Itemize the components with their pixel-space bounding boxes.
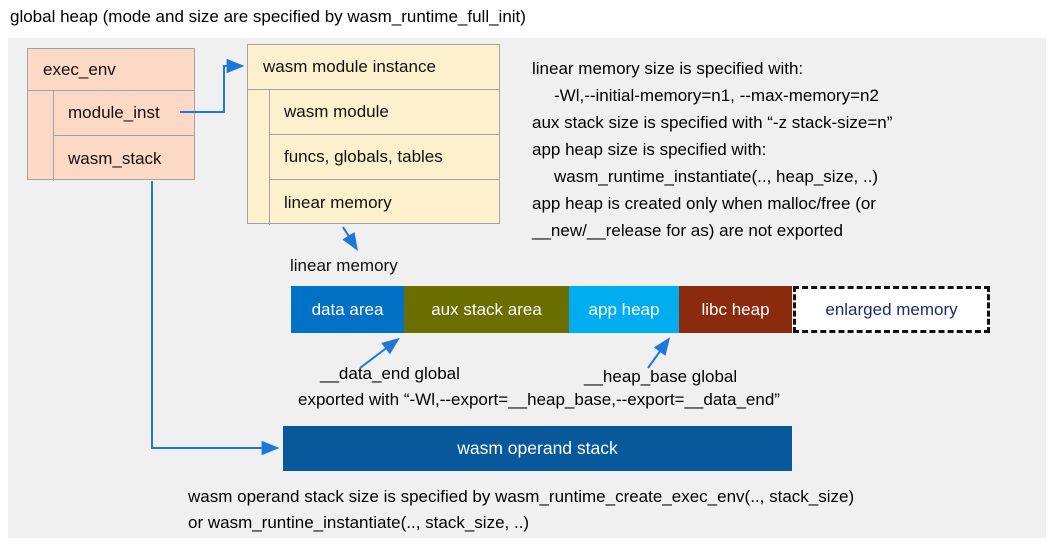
segment-libc-heap: libc heap [679,286,792,333]
module-instance-title: wasm module instance [248,45,499,90]
annotation-data-end-global: __data_end global [320,364,460,383]
exec-env-row-module-inst: module_inst [54,91,194,136]
note-line: app heap size is specified with: [532,140,767,159]
note-line: aux stack size is specified with “-z sta… [532,113,893,132]
note-line: app heap is created only when malloc/fre… [532,194,876,213]
row-funcs-globals-tables: funcs, globals, tables [270,135,499,180]
exec-env-title: exec_env [28,49,194,91]
operand-stack-bar: wasm operand stack [283,426,792,471]
annotation-heap-base-global: __heap_base global [584,367,738,386]
segment-data-area: data area [291,286,404,333]
module-instance-box: wasm module instance wasm module funcs, … [247,44,500,225]
note-line: linear memory size is specified with: [532,59,804,78]
exec-env-box: exec_env module_inst wasm_stack [27,48,195,181]
page-title: global heap (mode and size are specified… [10,7,526,26]
exec-env-row-wasm-stack: wasm_stack [68,148,162,168]
segment-app-heap: app heap [569,286,679,333]
segment-aux-stack-area: aux stack area [404,286,569,333]
exec-env-body: module_inst wasm_stack [28,91,194,181]
module-instance-rows: wasm module funcs, globals, tables linea… [270,90,499,225]
note-line: __new/__release for as) are not exported [532,221,843,240]
note-line: -Wl,--initial-memory=n1, --max-memory=n2 [554,86,879,105]
module-instance-inset [248,90,270,225]
footer-line: or wasm_runtine_instantiate(.., stack_si… [188,513,530,532]
exec-env-inset [28,91,54,181]
exec-env-rows: module_inst wasm_stack [54,91,194,181]
row-linear-memory: linear memory [284,192,392,212]
module-instance-body: wasm module funcs, globals, tables linea… [248,90,499,225]
row-wasm-module: wasm module [270,90,499,135]
annotation-exported-with: exported with “-Wl,--export=__heap_base,… [298,390,780,409]
linear-memory-label: linear memory [290,256,398,275]
note-line: wasm_runtime_instantiate(.., heap_size, … [554,167,879,186]
notes-block: linear memory size is specified with: -W… [532,55,1037,244]
segment-enlarged-memory: enlarged memory [793,286,990,333]
footer-note: wasm operand stack size is specified by … [188,484,854,536]
footer-line: wasm operand stack size is specified by … [188,487,855,506]
